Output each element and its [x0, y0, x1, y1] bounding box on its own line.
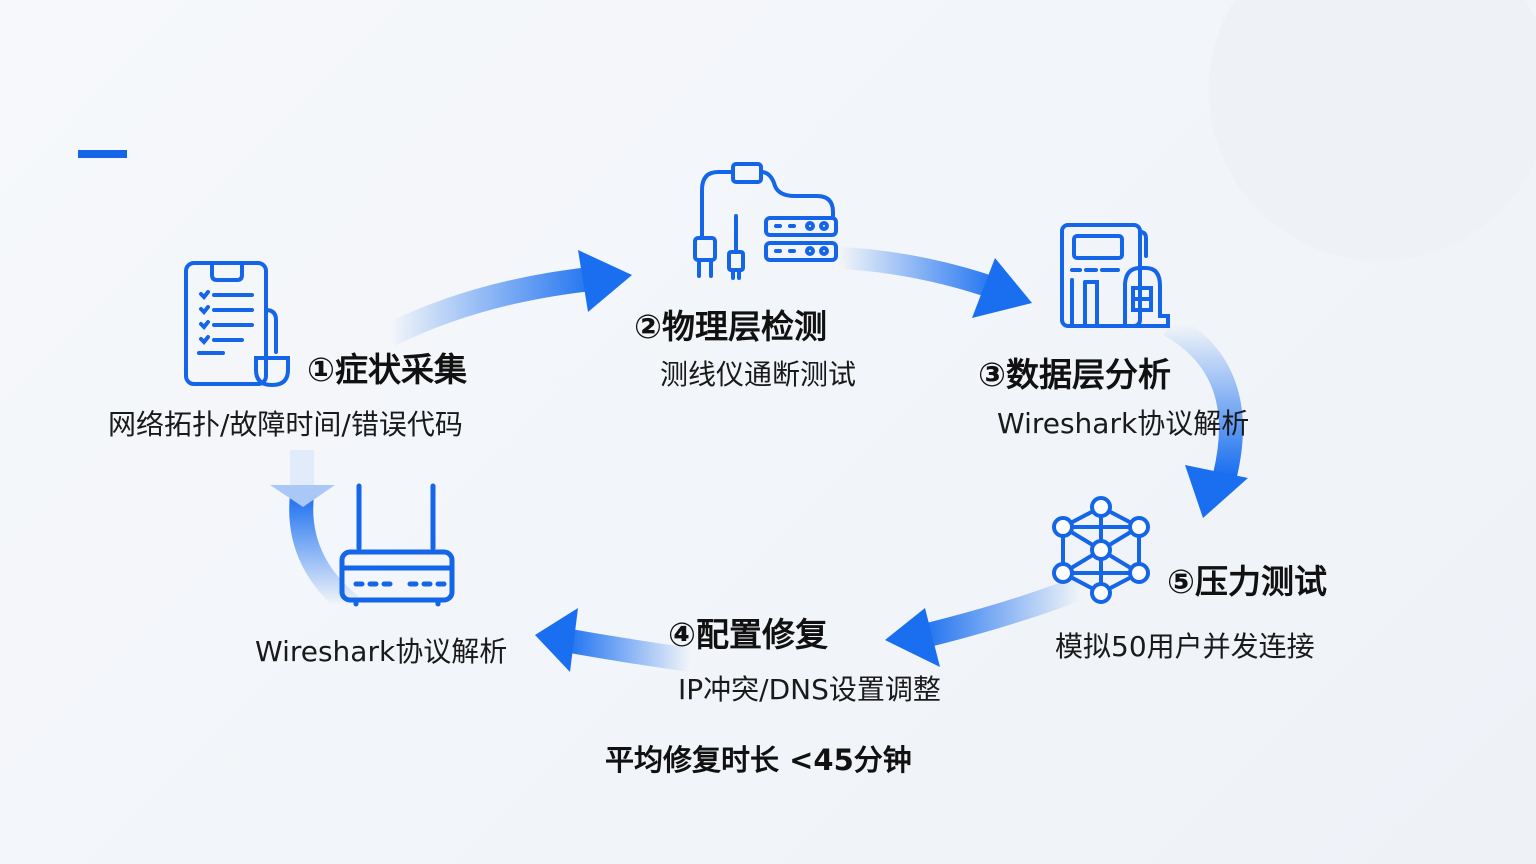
step-2-desc: 测线仪通断测试: [660, 358, 857, 391]
step-2-title: ②物理层检测: [634, 307, 827, 346]
arrow-router-to-1: [270, 450, 358, 615]
step-5-desc: 模拟50用户并发连接: [1055, 630, 1315, 663]
step-3-desc: Wireshark协议解析: [997, 407, 1250, 440]
router-label: Wireshark协议解析: [255, 635, 508, 668]
cable-tester-icon: [693, 162, 838, 280]
arrow-3-to-5: [1163, 314, 1248, 518]
network-nodes-icon: [1052, 496, 1150, 604]
step-5-title: ⑤压力测试: [1167, 562, 1327, 601]
arrow-5-to-4: [885, 576, 1085, 667]
step-3-title: ③数据层分析: [978, 355, 1171, 394]
step-1-desc: 网络拓扑/故障时间/错误代码: [108, 408, 463, 441]
step-4-title: ④配置修复: [668, 615, 828, 654]
step-4-desc: IP冲突/DNS设置调整: [678, 673, 941, 706]
footer-summary: 平均修复时长 <45分钟: [605, 743, 912, 777]
router-icon: [339, 483, 455, 607]
arrow-4-to-router: [535, 608, 692, 672]
title-accent-bar: [78, 150, 127, 158]
arrow-2-to-3: [839, 247, 1032, 318]
clipboard-checklist-icon: [184, 261, 290, 388]
arrow-1-to-2: [384, 250, 632, 346]
step-1-title: ①症状采集: [307, 350, 467, 389]
analyzer-device-icon: [1060, 223, 1170, 328]
